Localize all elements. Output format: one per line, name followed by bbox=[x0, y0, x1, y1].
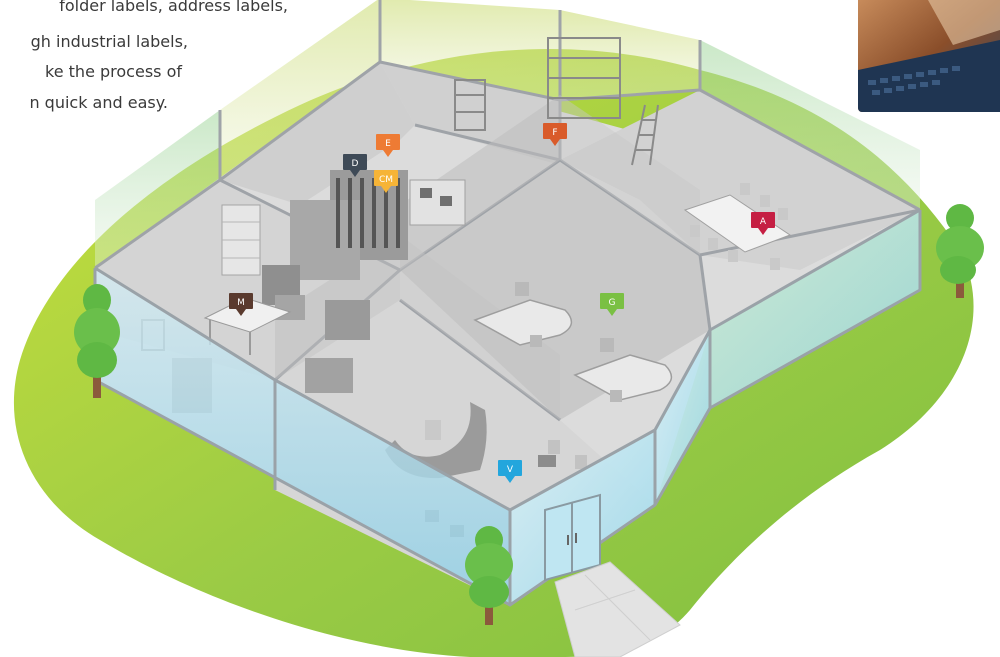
marker-label: D bbox=[352, 159, 359, 169]
marker-label: F bbox=[552, 128, 557, 138]
back-wall bbox=[560, 10, 700, 100]
marker-label: CM bbox=[379, 175, 393, 185]
marker-label: E bbox=[385, 139, 391, 149]
marker-label: A bbox=[760, 217, 767, 227]
marker-label: G bbox=[609, 298, 616, 308]
marker-label: V bbox=[507, 465, 514, 475]
door-icon bbox=[545, 495, 600, 580]
laptop-photo bbox=[858, 0, 1000, 112]
marker-label: M bbox=[237, 298, 245, 308]
